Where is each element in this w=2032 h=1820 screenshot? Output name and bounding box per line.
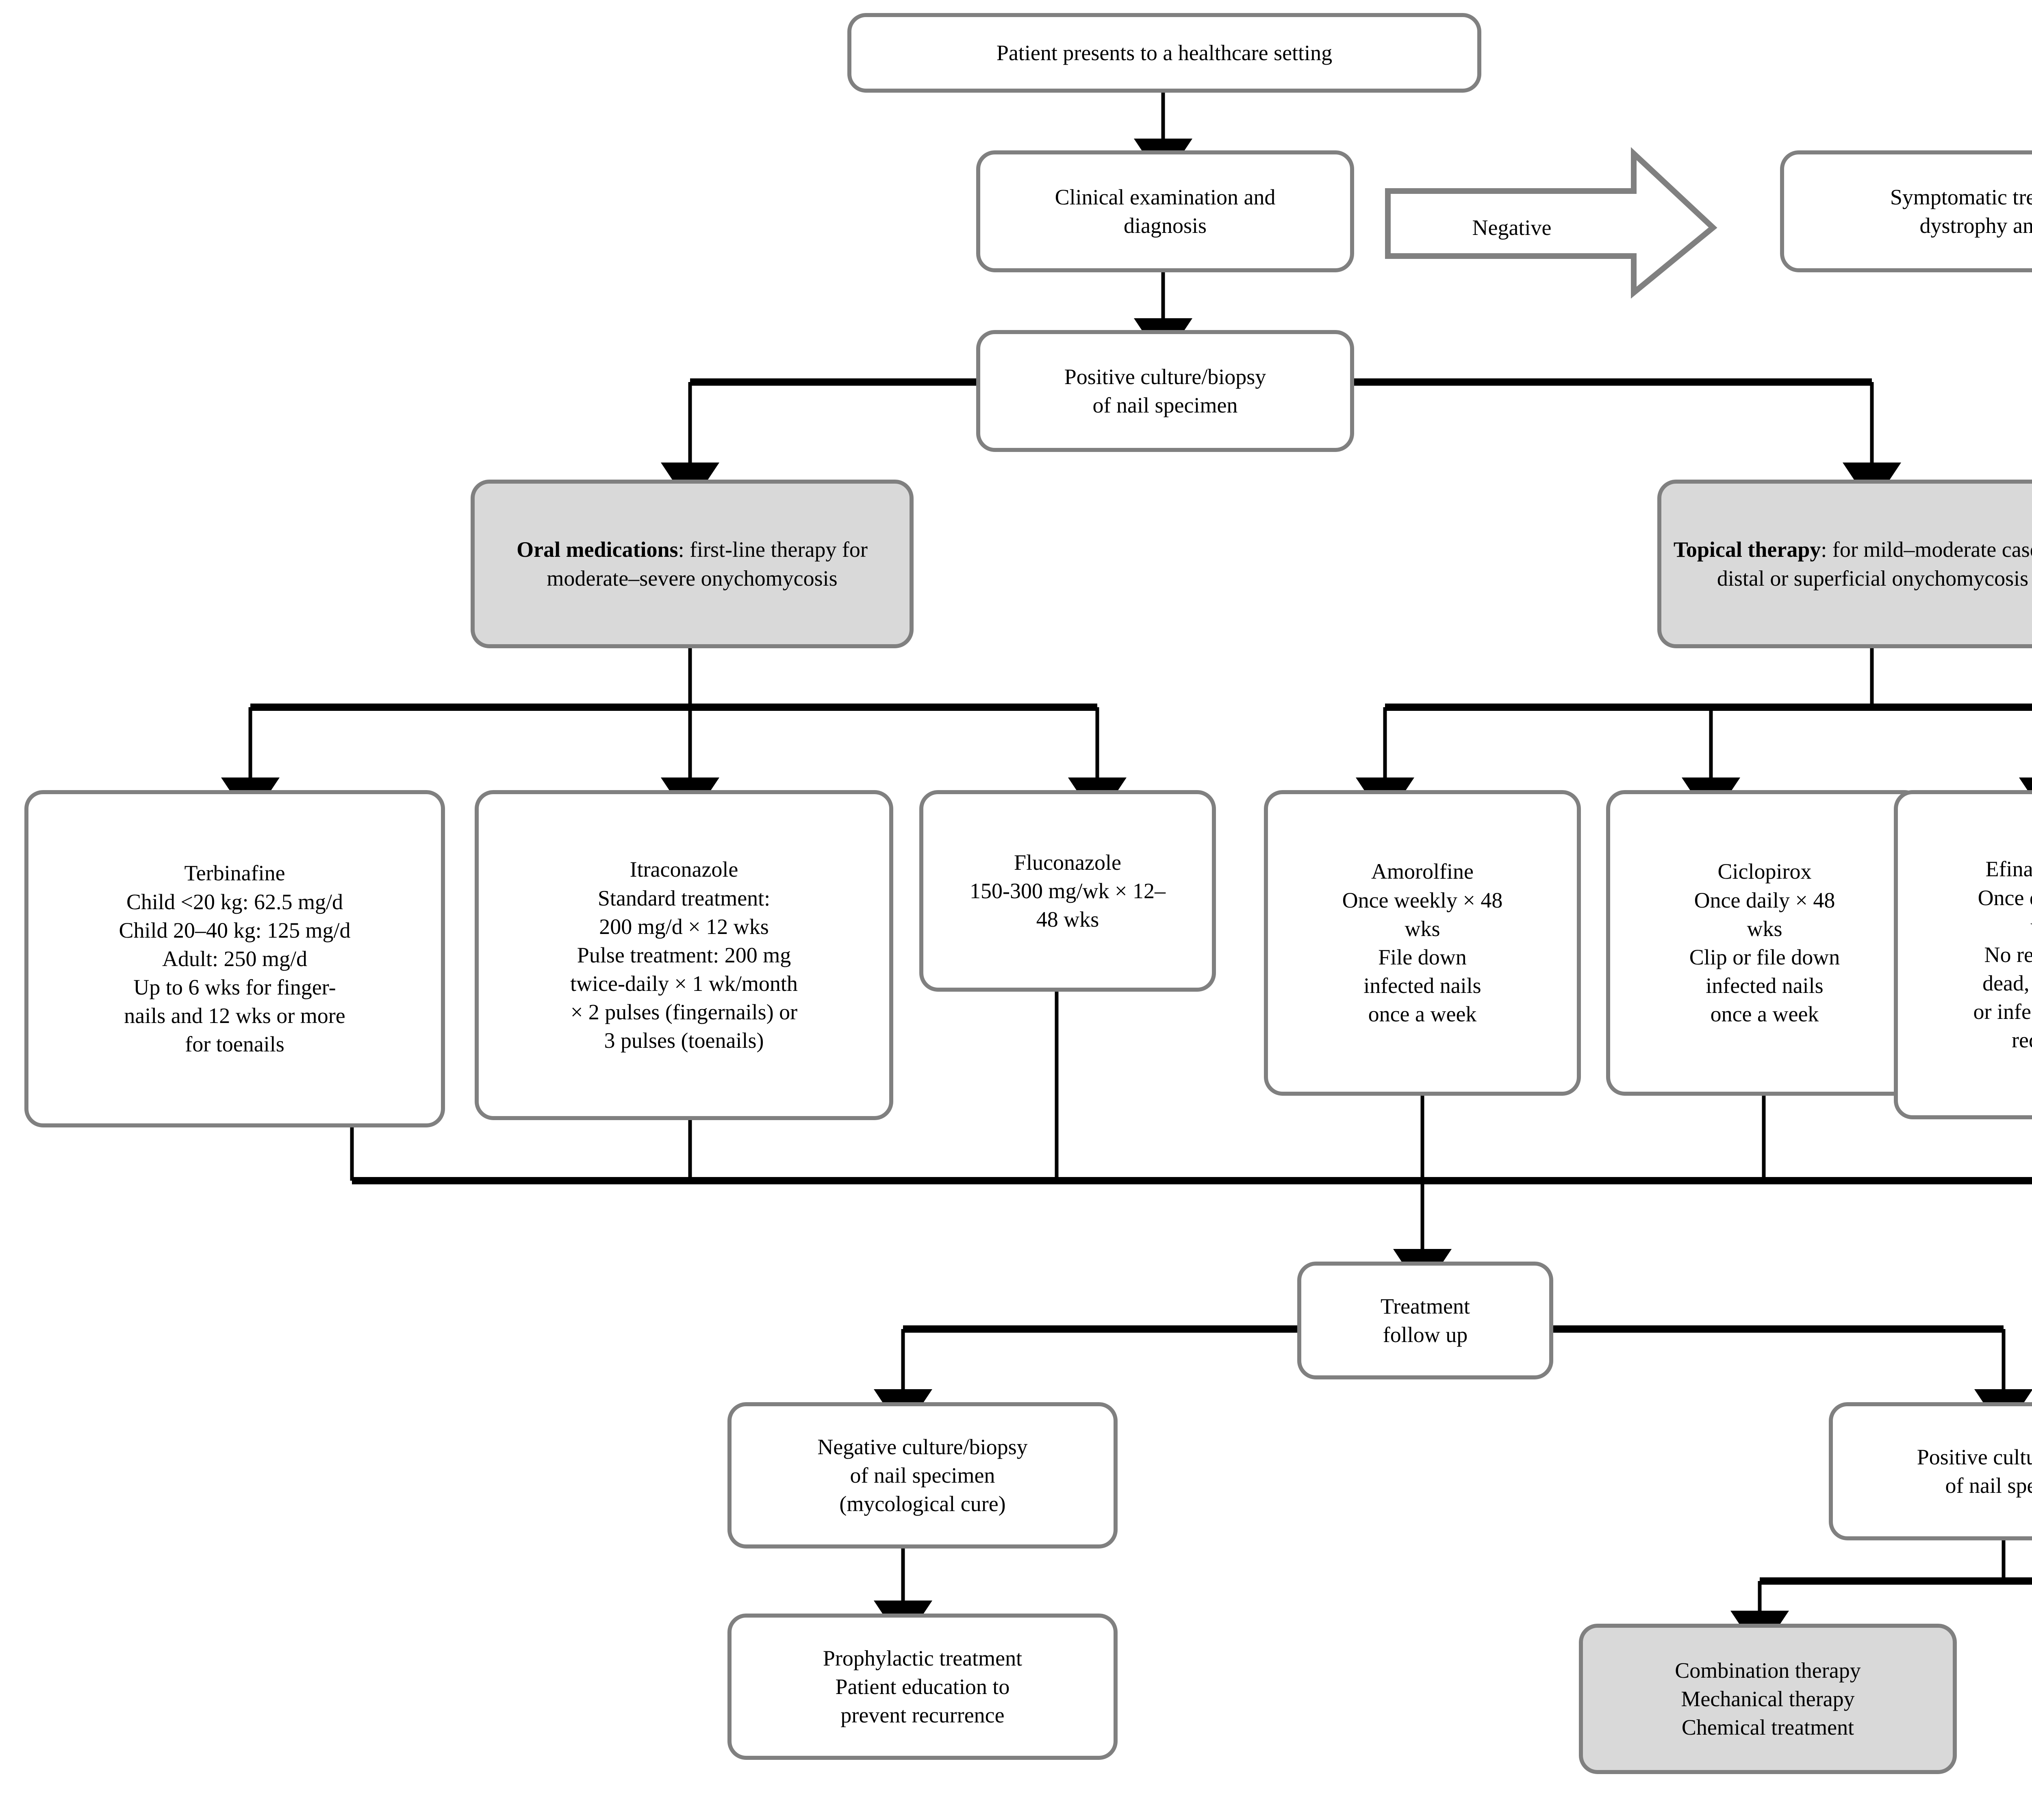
node-label-line1: Positive culture/biopsy xyxy=(1917,1444,2032,1469)
node-efinaconazole[interactable]: EfinaconazoleOnce daily × 48 wks No remova… xyxy=(1894,790,2032,1119)
node-label-line2: of nail specimen xyxy=(850,1463,995,1488)
node-label-rest: : first-line therapy for moderate–severe… xyxy=(547,537,868,591)
node-label-line7: for toenails xyxy=(185,1032,284,1057)
node-label-line2: Once weekly × 48 xyxy=(1342,888,1503,912)
node-label-line3: prevent recurrence xyxy=(840,1703,1005,1728)
node-label-line7: 3 pulses (toenails) xyxy=(604,1028,764,1053)
node-label-line4: Adult: 250 mg/d xyxy=(162,946,307,971)
node-label-line6: × 2 pulses (fingernails) or xyxy=(570,1000,798,1025)
node-label-line1: Ciclopirox xyxy=(1717,859,1812,884)
negative-culture-lines: Negative culture/biopsy of nail specimen (… xyxy=(737,1433,1108,1518)
node-label-line3: wks xyxy=(1405,916,1440,941)
node-label-line5: twice-daily × 1 wk/month xyxy=(570,971,798,996)
negative-block-arrow xyxy=(1385,147,1717,299)
node-label-line2: follow up xyxy=(1383,1323,1468,1347)
node-negative-culture-biopsy[interactable]: Negative culture/biopsy of nail specimen (… xyxy=(727,1402,1118,1549)
node-label-line1: Prophylactic treatment xyxy=(823,1646,1023,1670)
node-label-line3: (mycological cure) xyxy=(839,1492,1006,1516)
node-label-line1: Positive culture/biopsy xyxy=(1064,364,1266,389)
fluconazole-lines: Fluconazole 150-300 mg/wk × 12– 48 wks xyxy=(929,848,1206,934)
node-symptomatic-treatment[interactable]: Symptomatic treatment of nail dystrophy a… xyxy=(1780,150,2032,272)
node-label-line2: Once daily × 48 xyxy=(1694,888,1835,912)
node-label-line5: infected nails xyxy=(1706,973,1824,998)
node-topical-therapy[interactable]: Topical therapy: for mild–moderate cases… xyxy=(1657,480,2032,648)
node-label-line2: diagnosis xyxy=(1123,213,1207,238)
node-label-line4: Clip or file down xyxy=(1689,945,1840,969)
node-label-line1: Treatment xyxy=(1381,1294,1470,1318)
node-label-line3: wks xyxy=(2030,914,2032,938)
node-label-line2: Once daily × 48 xyxy=(1978,885,2032,910)
node-label-line2: of nail specimen xyxy=(1945,1473,2032,1498)
node-label-line6: nails and 12 wks or more xyxy=(124,1003,345,1028)
node-oral-medications[interactable]: Oral medications: first-line therapy for… xyxy=(471,480,914,648)
node-label-bold: Topical therapy xyxy=(1673,537,1821,562)
node-label-line5: dead, damaged xyxy=(1982,971,2032,996)
node-label-line2: of nail specimen xyxy=(1092,393,1238,417)
node-label-line7: required xyxy=(2012,1028,2032,1053)
node-label-line2: Child <20 kg: 62.5 mg/d xyxy=(126,889,343,914)
node-patient-presentation[interactable]: Patient presents to a healthcare setting xyxy=(847,13,1481,93)
node-label-line1: Efinaconazole xyxy=(1985,857,2032,882)
node-label-line4: No removal of xyxy=(1984,942,2032,967)
node-label-line2: dystrophy and infection xyxy=(1919,213,2032,238)
node-label-line2: Mechanical therapy xyxy=(1681,1686,1855,1711)
node-label-line1: Symptomatic treatment of nail xyxy=(1890,185,2032,209)
negative-arrow-label: Negative xyxy=(1398,203,1626,252)
node-label-line5: Up to 6 wks for finger- xyxy=(133,975,336,1000)
node-label-line2: Patient education to xyxy=(835,1674,1010,1699)
node-label-line6: once a week xyxy=(1368,1002,1477,1027)
node-label: Patient presents to a healthcare setting xyxy=(996,40,1333,65)
node-label-line1: Negative culture/biopsy xyxy=(817,1434,1028,1459)
node-label-line4: Pulse treatment: 200 mg xyxy=(577,943,791,967)
node-label-line3: Chemical treatment xyxy=(1681,1715,1854,1740)
node-label-line1: Combination therapy xyxy=(1675,1658,1861,1683)
node-treatment-follow-up[interactable]: Treatment follow up xyxy=(1297,1262,1553,1379)
node-label-line5: infected nails xyxy=(1363,973,1481,998)
node-label-line2: 150-300 mg/wk × 12– xyxy=(970,878,1166,903)
node-label-line4: File down xyxy=(1378,945,1467,969)
node-label-line6: once a week xyxy=(1710,1002,1819,1027)
node-clinical-examination[interactable]: Clinical examination and diagnosis xyxy=(976,150,1354,272)
node-label-line2: Standard treatment: xyxy=(597,886,771,910)
node-label-line1: Clinical examination and xyxy=(1055,185,1276,209)
node-positive-culture-biopsy[interactable]: Positive culture/biopsy of nail specimen xyxy=(976,330,1354,452)
node-label-line1: Itraconazole xyxy=(630,857,738,882)
node-label-line3: 48 wks xyxy=(1036,907,1099,932)
node-positive-culture-biopsy-2[interactable]: Positive culture/biopsy of nail specimen xyxy=(1829,1402,2032,1540)
node-fluconazole[interactable]: Fluconazole 150-300 mg/wk × 12– 48 wks xyxy=(919,790,1216,992)
node-label-bold: Oral medications xyxy=(517,537,678,562)
node-label-line6: or infected tissue xyxy=(1973,999,2032,1024)
arrow-label-text: Negative xyxy=(1472,215,1552,240)
efinaconazole-lines: EfinaconazoleOnce daily × 48 wks No remova… xyxy=(1904,855,2032,1054)
node-label-line1: Amorolfine xyxy=(1371,859,1474,884)
node-label-line3: Child 20–40 kg: 125 mg/d xyxy=(119,918,351,943)
node-label-rest: : for mild–moderate cases of distal or s… xyxy=(1717,537,2032,591)
node-label-line1: Fluconazole xyxy=(1014,850,1121,875)
node-label-line3: wks xyxy=(1747,916,1782,941)
node-label-line1: Terbinafine xyxy=(184,861,285,886)
node-label-line3: 200 mg/d × 12 wks xyxy=(599,914,769,939)
